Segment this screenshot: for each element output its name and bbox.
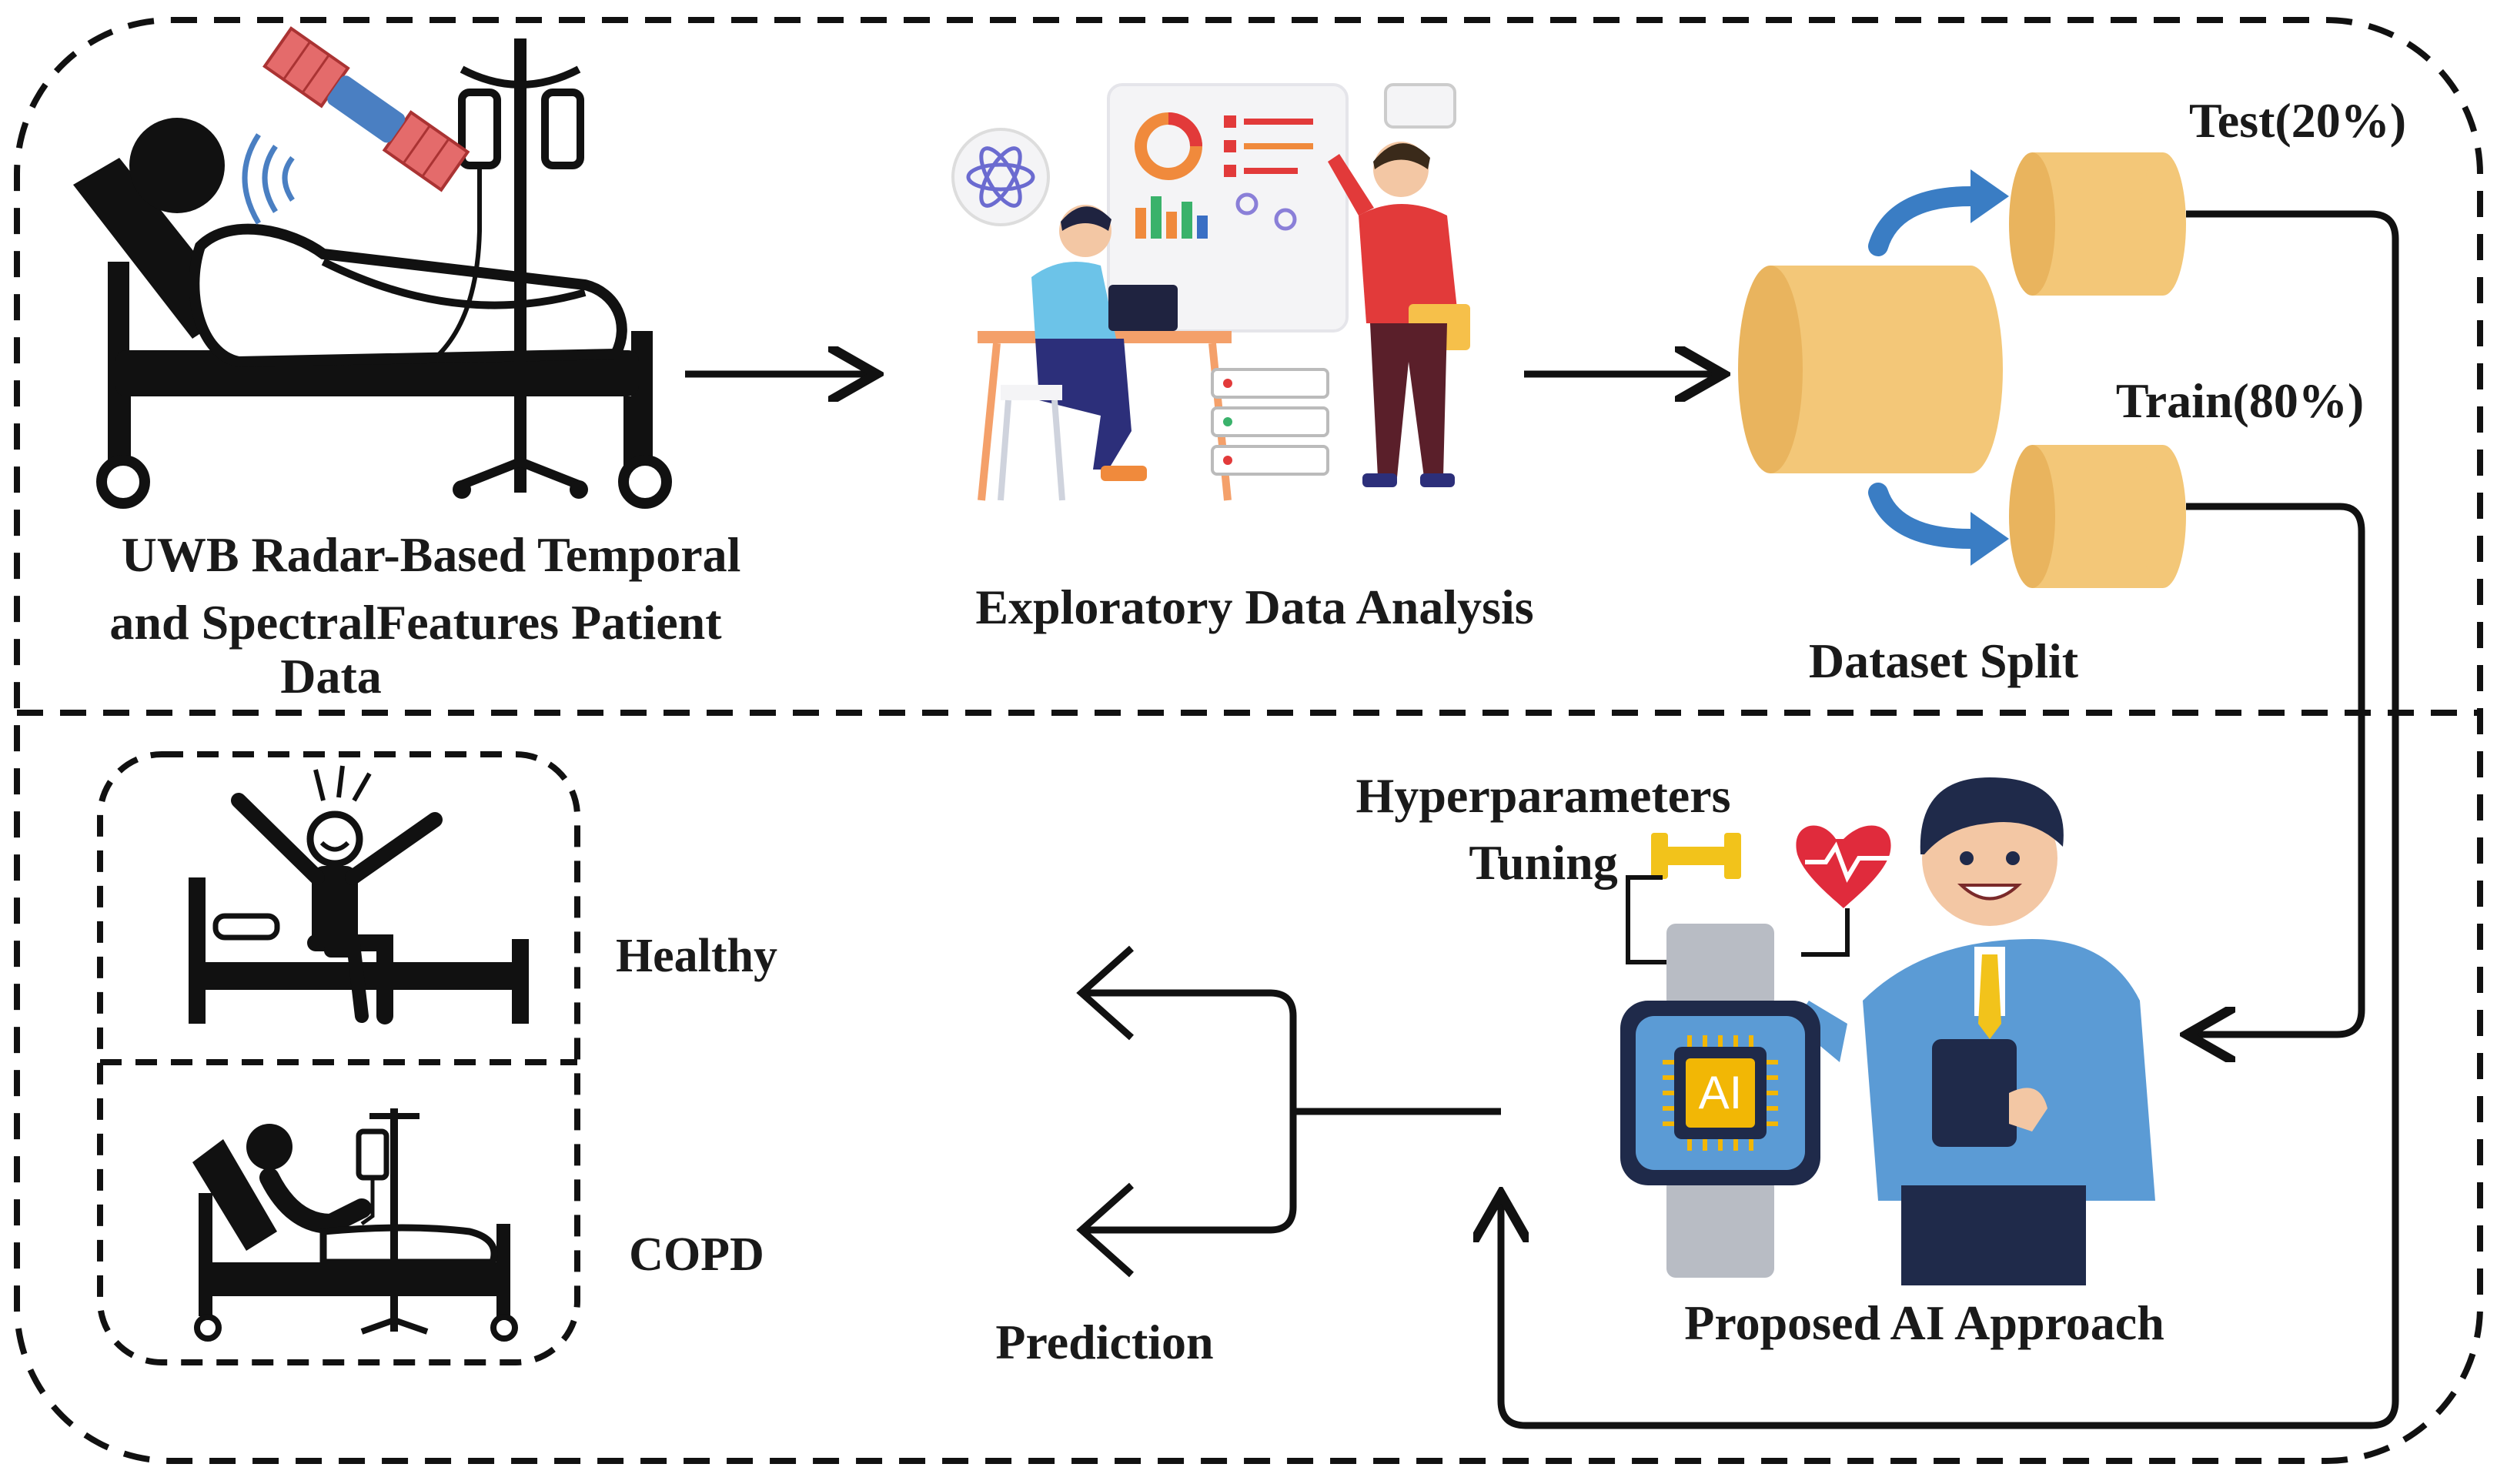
- patient-data-label-line1: UWB Radar-Based Temporal: [122, 527, 741, 582]
- split-arrowhead-train: [1971, 512, 2009, 566]
- database-icon: [1738, 152, 2186, 588]
- outer-frame: [14, 17, 2483, 1464]
- radar-waves-icon: [242, 133, 295, 225]
- satellite-icon: [262, 26, 470, 192]
- tuning-label-line1: Hyperparameters: [1356, 768, 1731, 823]
- train-split-label: Train(80%): [2116, 373, 2364, 428]
- copd-label: COPD: [629, 1228, 764, 1281]
- ai-chip-icon: AI: [1663, 1035, 1778, 1151]
- healthy-person-icon: [189, 765, 529, 1024]
- test-split-label: Test(20%): [2189, 93, 2406, 148]
- healthy-label: Healthy: [616, 930, 777, 982]
- dataset-split-label: Dataset Split: [1809, 633, 2079, 688]
- prediction-arrowhead-healthy: [1076, 945, 1134, 1041]
- ai-approach-label: Proposed AI Approach: [1684, 1295, 2164, 1350]
- test-connector-line: [1501, 210, 2399, 1429]
- ai-chip-text: AI: [1699, 1067, 1743, 1118]
- iv-drip-icon: [430, 38, 588, 499]
- tuning-label-line2: Tuning: [1469, 835, 1617, 890]
- heart-wire: [1801, 908, 1850, 957]
- ai-expert-person-icon: [1793, 777, 2155, 1285]
- heart-rate-icon: [1796, 825, 1897, 908]
- patient-data-label-line2: and SpectralFeatures Patient: [109, 595, 722, 650]
- eda-label: Exploratory Data Analysis: [975, 580, 1533, 634]
- dumbbell-icon: [1651, 833, 1741, 879]
- prediction-label: Prediction: [995, 1315, 1213, 1369]
- outcomes-frame: [97, 751, 580, 1365]
- data-scientists-icon: [951, 83, 1470, 501]
- split-arrowhead-test: [1971, 169, 2009, 223]
- train-connector-line: [2186, 503, 2365, 1034]
- split-arrows-icon: [1868, 186, 1981, 549]
- copd-patient-icon: [192, 1108, 518, 1342]
- prediction-fork: [1085, 989, 1297, 1234]
- dumbbell-wire: [1626, 875, 1678, 964]
- patient-bed-icon: [73, 118, 672, 509]
- prediction-arrowhead-copd: [1076, 1182, 1134, 1278]
- patient-data-label-line3: Data: [280, 649, 382, 704]
